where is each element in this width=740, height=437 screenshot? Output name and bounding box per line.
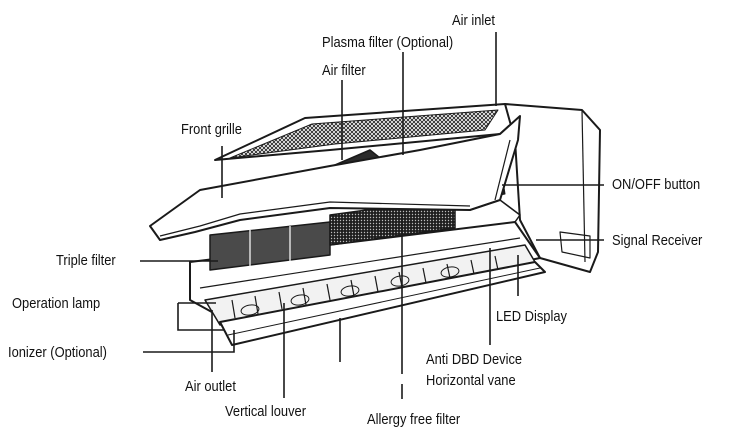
front-grille-panel	[149, 115, 521, 241]
label-air-inlet: Air inlet	[452, 12, 496, 29]
label-on-off-button: ON/OFF button	[612, 176, 701, 193]
label-horizontal-vane: Horizontal vane	[426, 372, 516, 389]
label-triple-filter: Triple filter	[56, 252, 116, 269]
label-vertical-louver: Vertical louver	[225, 403, 307, 420]
label-signal-receiver: Signal Receiver	[612, 232, 703, 249]
label-led-display: LED Display	[496, 308, 567, 325]
label-ionizer: Ionizer (Optional)	[8, 344, 107, 361]
label-front-grille: Front grille	[181, 121, 242, 138]
leader-lines	[140, 32, 604, 399]
label-operation-lamp: Operation lamp	[12, 295, 101, 312]
label-air-outlet: Air outlet	[185, 378, 236, 395]
leader-operation-lamp	[177, 302, 224, 331]
unit-body	[189, 103, 601, 346]
label-air-filter: Air filter	[322, 62, 366, 79]
label-anti-dbd-device: Anti DBD Device	[426, 351, 523, 368]
leader-ionizer	[143, 330, 235, 353]
label-allergy-free-filter: Allergy free filter	[367, 411, 461, 428]
label-plasma-filter: Plasma filter (Optional)	[322, 34, 454, 51]
